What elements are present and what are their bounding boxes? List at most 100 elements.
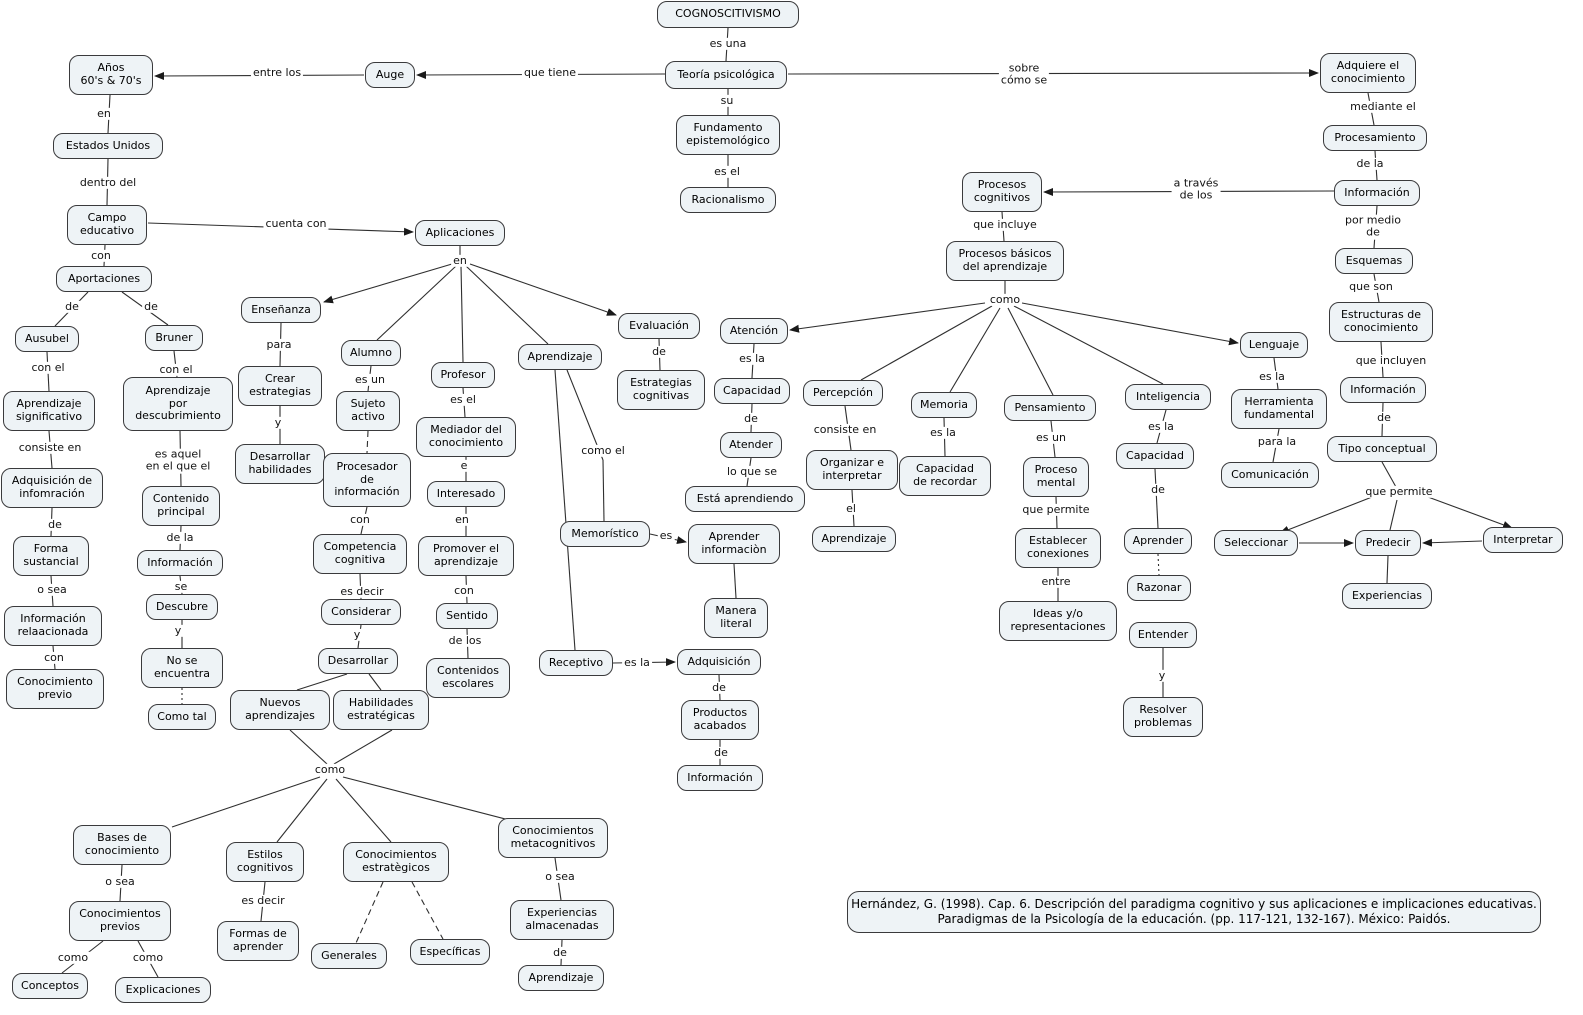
node-memoria[interactable]: Memoria: [911, 392, 977, 418]
node-memoristico[interactable]: Memorístico: [560, 521, 650, 547]
node-aprendizaje-por-descubrimiento[interactable]: Aprendizaje por descubrimiento: [123, 377, 233, 431]
node-pensamiento[interactable]: Pensamiento: [1004, 395, 1096, 421]
node-capacidad-atencion[interactable]: Capacidad: [714, 378, 790, 404]
node-manera-literal[interactable]: Manera literal: [704, 598, 768, 638]
node-ideas-representaciones[interactable]: Ideas y/o representaciones: [999, 601, 1117, 641]
node-entender[interactable]: Entender: [1129, 622, 1197, 648]
node-mediador-del-conocimiento[interactable]: Mediador del conocimiento: [416, 417, 516, 457]
node-aprender[interactable]: Aprender: [1124, 528, 1192, 554]
node-ensenanza[interactable]: Enseñanza: [241, 297, 321, 323]
node-contenidos-escolares[interactable]: Contenidos escolares: [426, 658, 510, 698]
node-como-tal[interactable]: Como tal: [148, 704, 216, 730]
node-interpretar[interactable]: Interpretar: [1483, 527, 1563, 553]
node-teoria-psicologica[interactable]: Teoría psicológica: [665, 61, 787, 89]
node-informacion-procesamiento[interactable]: Información: [1334, 180, 1420, 206]
node-estilos-cognitivos[interactable]: Estilos cognitivos: [226, 842, 304, 882]
node-capacidad-inteligencia[interactable]: Capacidad: [1116, 443, 1194, 469]
node-adquiere-el-conocimiento[interactable]: Adquiere el conocimiento: [1320, 53, 1416, 93]
node-aprendizaje-centro[interactable]: Aprendizaje: [518, 344, 602, 370]
node-racionalismo[interactable]: Racionalismo: [680, 187, 776, 213]
node-aportaciones[interactable]: Aportaciones: [56, 266, 152, 292]
node-considerar[interactable]: Considerar: [321, 599, 401, 625]
node-explicaciones[interactable]: Explicaciones: [115, 977, 211, 1003]
node-cognoscitivismo[interactable]: COGNOSCITIVISMO: [657, 0, 799, 28]
node-conocimientos-estrategicos[interactable]: Conocimientos estratègicos: [343, 842, 449, 882]
node-experiencias[interactable]: Experiencias: [1342, 583, 1432, 609]
node-percepcion[interactable]: Percepción: [803, 380, 883, 406]
node-conceptos[interactable]: Conceptos: [12, 973, 88, 999]
node-estrategias-cognitivas[interactable]: Estrategias cognitivas: [617, 370, 705, 410]
node-establecer-conexiones[interactable]: Establecer conexiones: [1015, 528, 1101, 568]
node-tipo-conceptual[interactable]: Tipo conceptual: [1327, 436, 1437, 462]
node-no-se-encuentra[interactable]: No se encuentra: [141, 648, 223, 688]
node-conocimientos-metacognitivos[interactable]: Conocimientos metacognitivos: [498, 818, 608, 858]
node-procesador-de-informacion[interactable]: Procesador de información: [323, 453, 411, 507]
node-procesos-cognitivos[interactable]: Procesos cognitivos: [962, 172, 1042, 212]
node-alumno[interactable]: Alumno: [341, 340, 401, 366]
citation-box: Hernández, G. (1998). Cap. 6. Descripció…: [847, 891, 1541, 933]
node-bruner[interactable]: Bruner: [145, 325, 203, 351]
node-conocimientos-previos[interactable]: Conocimientos previos: [69, 901, 171, 941]
node-auge[interactable]: Auge: [365, 62, 415, 88]
node-capacidad-de-recordar[interactable]: Capacidad de recordar: [899, 456, 991, 496]
node-atencion[interactable]: Atención: [720, 318, 788, 344]
node-herramienta-fundamental[interactable]: Herramienta fundamental: [1231, 389, 1327, 429]
node-sujeto-activo[interactable]: Sujeto activo: [336, 391, 400, 431]
node-razonar[interactable]: Razonar: [1127, 575, 1191, 601]
node-receptivo[interactable]: Receptivo: [539, 650, 613, 676]
node-comunicacion[interactable]: Comunicación: [1221, 462, 1319, 488]
node-proceso-mental[interactable]: Proceso mental: [1023, 457, 1089, 497]
node-competencia-cognitiva[interactable]: Competencia cognitiva: [313, 534, 407, 574]
node-inteligencia[interactable]: Inteligencia: [1125, 384, 1211, 410]
node-adquisicion[interactable]: Adquisición: [677, 649, 761, 675]
node-desarrollar-habilidades[interactable]: Desarrollar habilidades: [235, 444, 325, 484]
node-organizar-e-interpretar[interactable]: Organizar e interpretar: [806, 450, 898, 490]
node-campo-educativo[interactable]: Campo educativo: [67, 205, 147, 245]
node-esta-aprendiendo[interactable]: Está aprendiendo: [685, 486, 805, 512]
node-experiencias-almacenadas[interactable]: Experiencias almacenadas: [510, 900, 614, 940]
node-interesado[interactable]: Interesado: [427, 481, 505, 507]
node-descubre[interactable]: Descubre: [146, 594, 218, 620]
node-contenido-principal[interactable]: Contenido principal: [142, 486, 220, 526]
node-promover-el-aprendizaje[interactable]: Promover el aprendizaje: [418, 536, 514, 576]
node-estados-unidos[interactable]: Estados Unidos: [53, 133, 163, 159]
node-esquemas[interactable]: Esquemas: [1335, 248, 1413, 274]
node-informacion-productos[interactable]: Información: [677, 765, 763, 791]
node-lenguaje[interactable]: Lenguaje: [1240, 332, 1308, 358]
node-crear-estrategias[interactable]: Crear estrategias: [238, 366, 322, 406]
node-informacion-estructuras[interactable]: Información: [1340, 377, 1426, 403]
node-aprender-informacion[interactable]: Aprender informaciòn: [688, 524, 780, 564]
node-procesamiento[interactable]: Procesamiento: [1323, 125, 1427, 151]
node-bases-de-conocimiento[interactable]: Bases de conocimiento: [73, 825, 171, 865]
edge-label: en: [451, 253, 469, 268]
node-generales[interactable]: Generales: [311, 943, 387, 969]
node-resolver-problemas[interactable]: Resolver problemas: [1123, 697, 1203, 737]
edge-line: [554, 369, 576, 651]
node-formas-de-aprender[interactable]: Formas de aprender: [217, 921, 299, 961]
node-seleccionar[interactable]: Seleccionar: [1214, 530, 1298, 556]
node-forma-sustancial[interactable]: Forma sustancial: [13, 536, 89, 576]
node-fundamento-epistemologico[interactable]: Fundamento epistemológico: [676, 115, 780, 155]
node-aprendizaje-significativo[interactable]: Aprendizaje significativo: [3, 391, 95, 431]
node-sentido[interactable]: Sentido: [436, 603, 498, 629]
node-aprendizaje-meta[interactable]: Aprendizaje: [518, 965, 604, 991]
node-desarrollar[interactable]: Desarrollar: [318, 648, 398, 674]
node-adquisicion-de-infomracion[interactable]: Adquisición de infomración: [1, 468, 103, 508]
node-conocimiento-previo[interactable]: Conocimiento previo: [6, 669, 104, 709]
node-procesos-basicos[interactable]: Procesos básicos del aprendizaje: [946, 241, 1064, 281]
node-ausubel[interactable]: Ausubel: [15, 326, 79, 352]
node-estructuras-de-conocimiento[interactable]: Estructuras de conocimiento: [1329, 302, 1433, 342]
node-aprendizaje-percepcion[interactable]: Aprendizaje: [812, 526, 896, 552]
node-aplicaciones[interactable]: Aplicaciones: [415, 220, 505, 246]
node-productos-acabados[interactable]: Productos acabados: [681, 700, 759, 740]
node-evaluacion[interactable]: Evaluación: [618, 313, 700, 339]
node-habilidades-estrategicas[interactable]: Habilidades estratégicas: [333, 690, 429, 730]
node-predecir[interactable]: Predecir: [1355, 530, 1421, 556]
node-nuevos-aprendizajes[interactable]: Nuevos aprendizajes: [230, 690, 330, 730]
node-especificas[interactable]: Específicas: [410, 939, 490, 965]
node-profesor[interactable]: Profesor: [431, 362, 495, 388]
node-informacion-relaacionada[interactable]: Información relaacionada: [4, 606, 102, 646]
node-anos-60-70[interactable]: Años 60's & 70's: [69, 55, 153, 95]
node-informacion-bruner[interactable]: Información: [137, 550, 223, 576]
node-atender[interactable]: Atender: [720, 432, 782, 458]
